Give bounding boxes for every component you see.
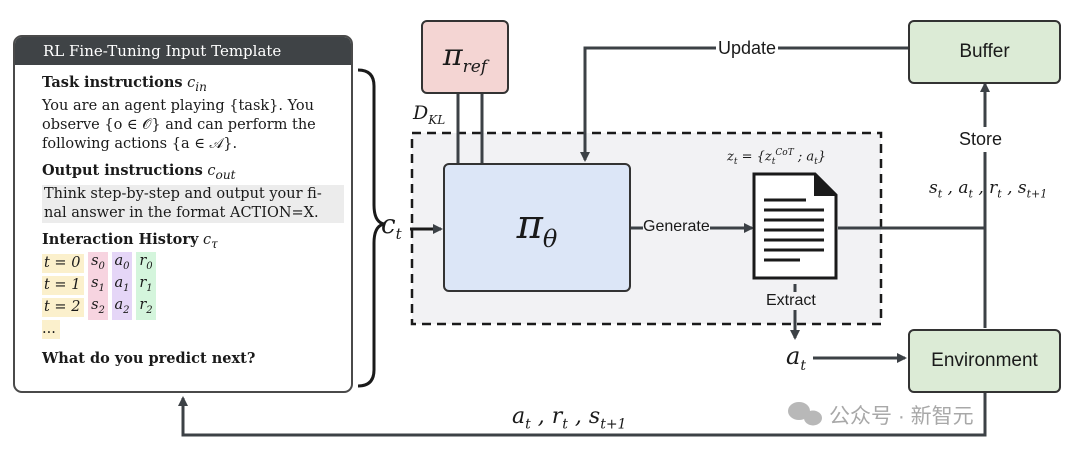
history-action: a2: [112, 295, 132, 320]
environment-box: Environment: [908, 329, 1061, 393]
history-row: t = 0 s0 a0 r0: [42, 251, 351, 276]
history-time: t = 2: [42, 298, 84, 318]
question-text: What do you predict next?: [42, 349, 256, 367]
history-reward: r1: [136, 273, 156, 298]
output-line-1: Think step-by-step and output your fi-: [42, 184, 344, 204]
store-label: Store: [958, 127, 1004, 152]
output-tokens-label: zt = {ztCoT ; at}: [727, 148, 827, 167]
generate-label: Generate: [643, 218, 710, 236]
policy-box: πθ: [443, 163, 631, 292]
buffer-box: Buffer: [908, 20, 1061, 84]
feedback-label: at , rt , st+1: [512, 404, 627, 433]
task-instructions-heading: Task instructions cin: [42, 74, 207, 94]
history-heading: Interaction History cτ: [42, 230, 218, 251]
history-time: t = 0: [42, 254, 84, 274]
output-line-2: nal answer in the format ACTION=X.: [42, 203, 344, 223]
input-template-card: RL Fine-Tuning Input Template Task instr…: [13, 35, 353, 393]
action-label: at: [786, 342, 806, 374]
template-title: RL Fine-Tuning Input Template: [15, 37, 351, 65]
reference-policy-label: πref: [442, 37, 488, 77]
kl-divergence-label: DKL: [413, 102, 446, 127]
task-line-2: observe {o ∈ 𝒪} and can perform the: [42, 116, 316, 133]
task-line-3: following actions {a ∈ 𝒜}.: [42, 135, 238, 152]
transition-label: st , at , rt , st+1: [929, 178, 1048, 201]
wechat-icon: [788, 402, 822, 426]
history-reward: r2: [136, 295, 156, 320]
update-label: Update: [716, 38, 779, 59]
output-instructions-heading: Output instructions cout: [42, 161, 236, 182]
history-state: s0: [88, 251, 108, 276]
reference-policy-box: πref: [421, 20, 509, 94]
context-label: ct: [381, 210, 402, 244]
policy-label: πθ: [516, 202, 558, 253]
history-reward: r0: [136, 251, 156, 276]
history-state: s2: [88, 295, 108, 320]
history-action: a1: [112, 273, 132, 298]
buffer-label: Buffer: [959, 41, 1010, 62]
watermark-text: 公众号 · 新智元: [829, 405, 974, 428]
history-more: ...: [42, 320, 60, 340]
history-row: t = 2 s2 a2 r2: [42, 295, 351, 320]
history-action: a0: [112, 251, 132, 276]
document-icon: [752, 172, 838, 280]
environment-label: Environment: [931, 350, 1038, 371]
task-line-1: You are an agent playing {task}. You: [42, 97, 315, 114]
history-state: s1: [88, 273, 108, 298]
history-time: t = 1: [42, 276, 84, 296]
extract-label: Extract: [766, 292, 816, 310]
history-row: t = 1 s1 a1 r1: [42, 273, 351, 298]
curly-brace: [357, 68, 385, 388]
